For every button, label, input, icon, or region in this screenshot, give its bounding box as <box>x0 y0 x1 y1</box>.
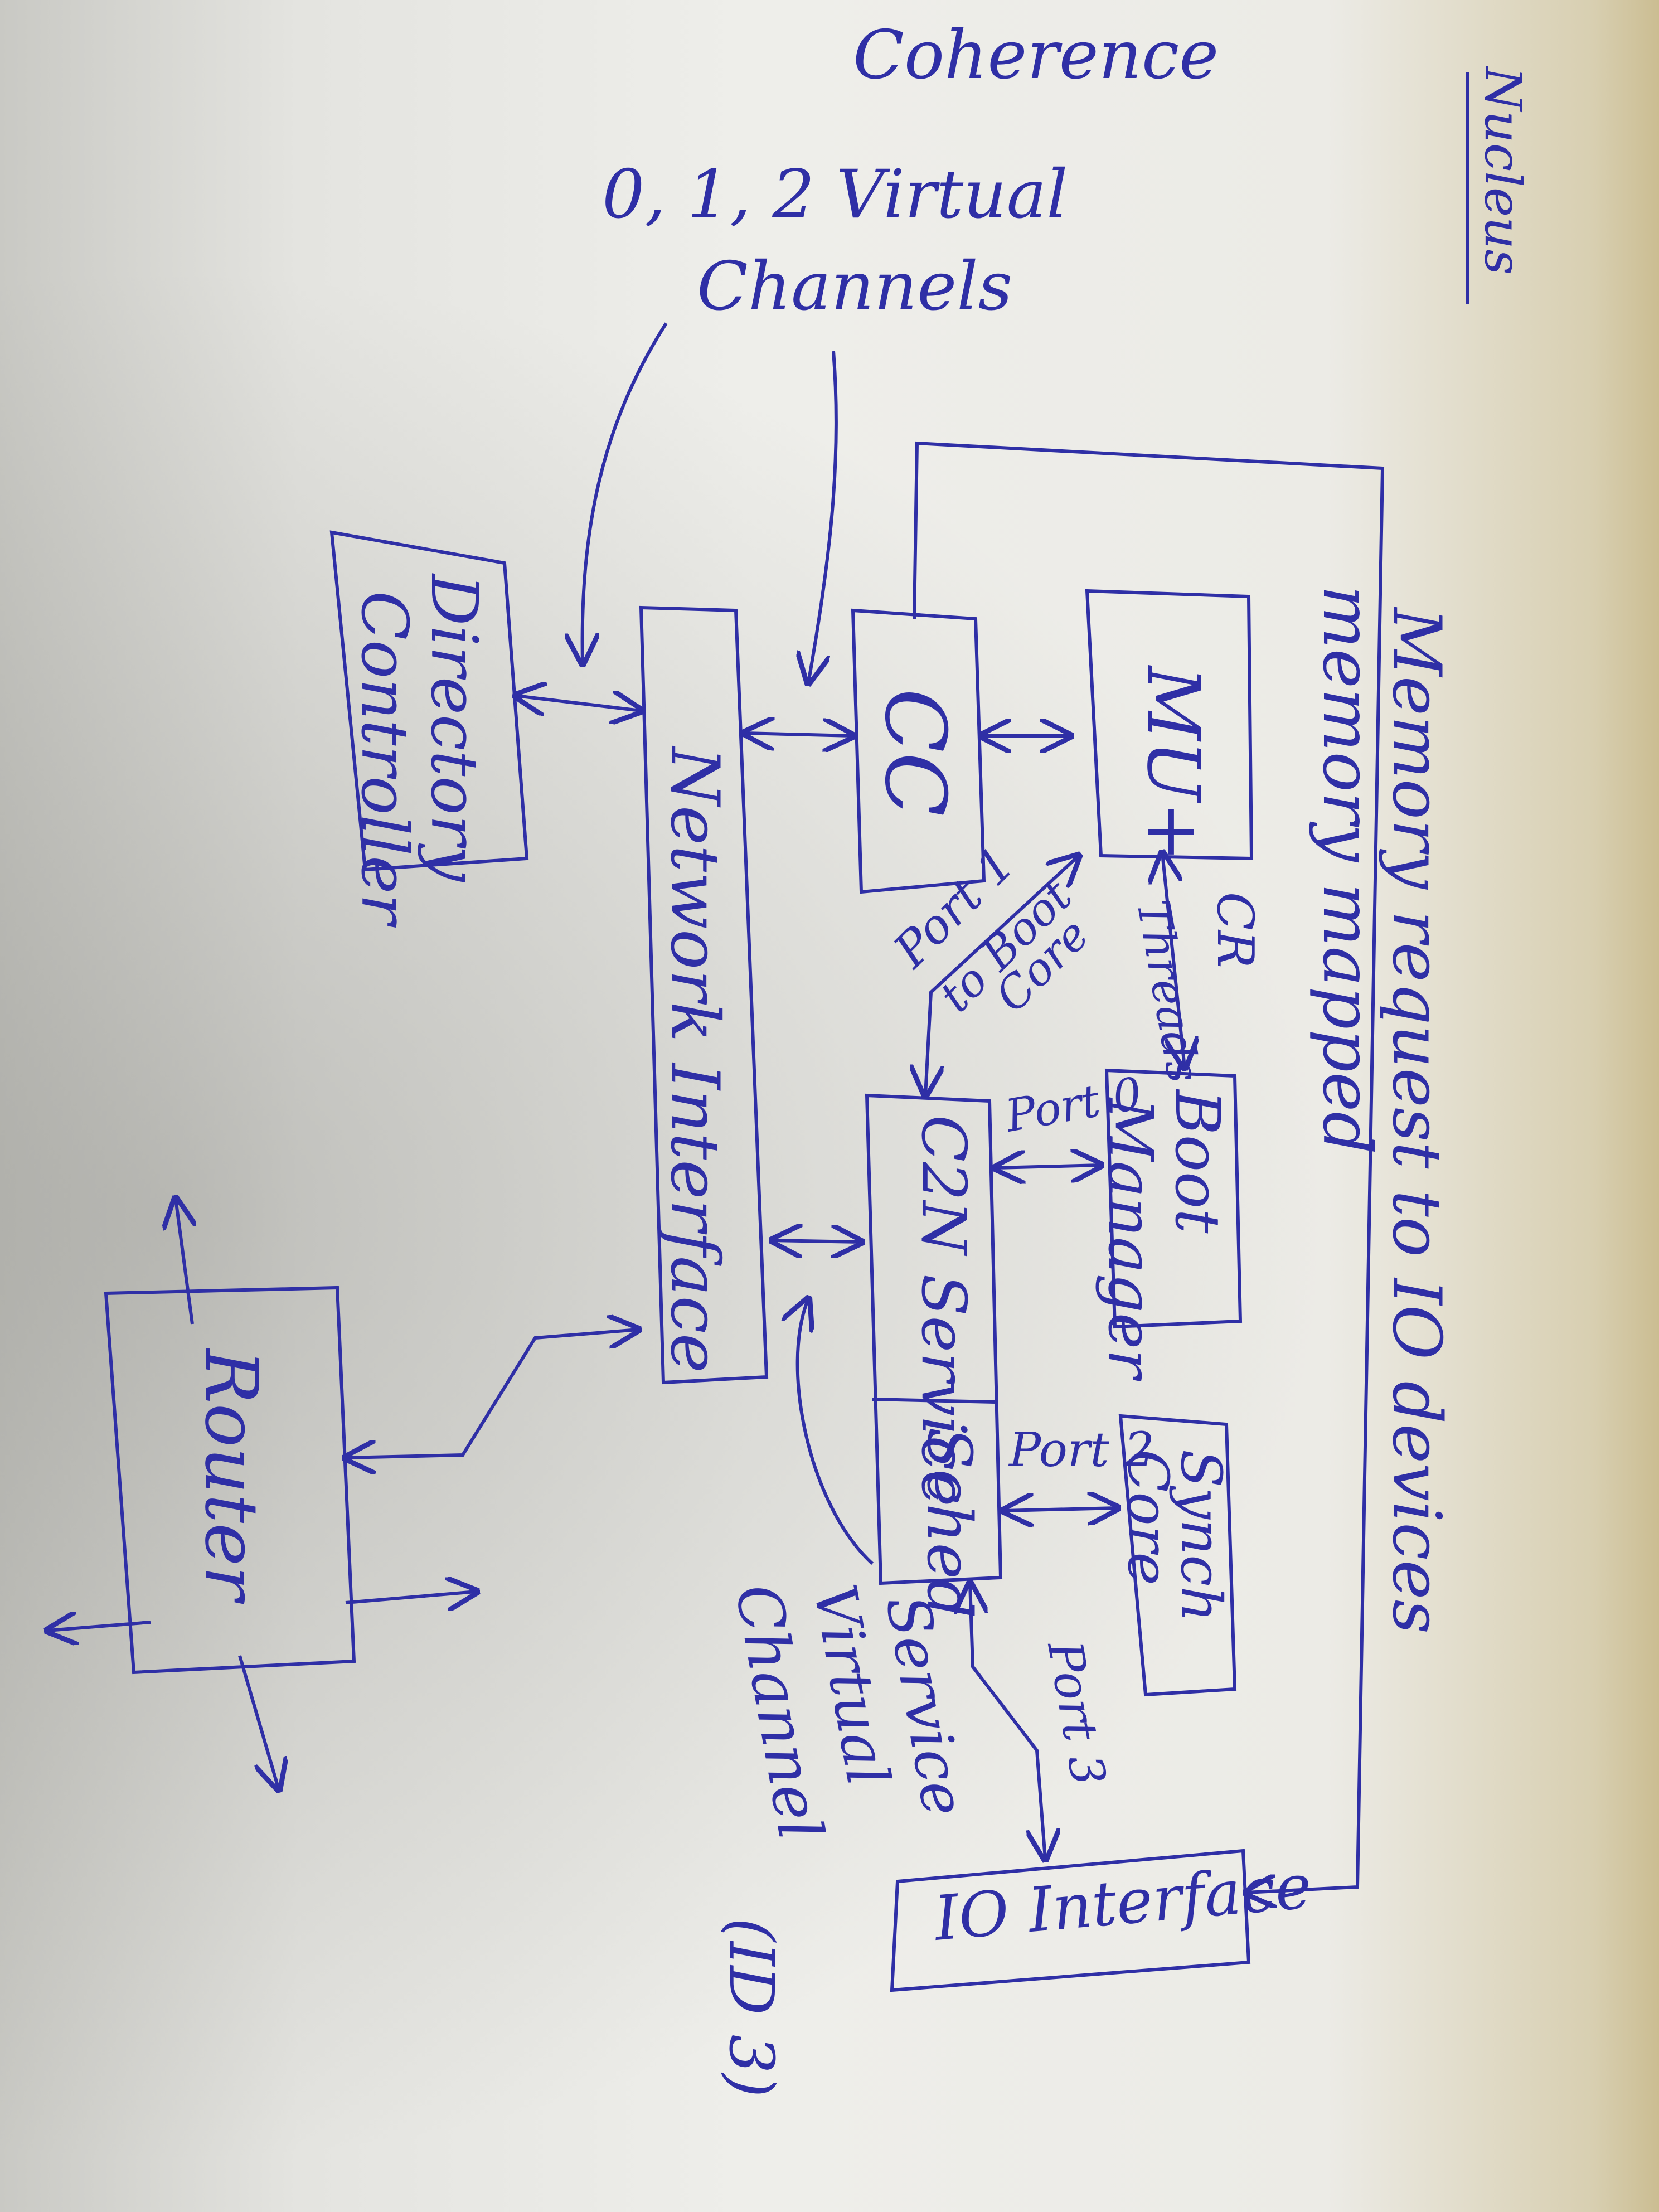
network-interface-box <box>639 605 769 1385</box>
boot-label: Boot <box>1162 1089 1233 1234</box>
vc-arrow-to-network <box>583 322 668 663</box>
cr-label: CR <box>1206 892 1264 968</box>
manager-label: Manager <box>1095 1097 1166 1382</box>
virtual-channels-label-line1: 0, 1, 2 Virtual <box>602 156 1068 234</box>
title-text: Nucleus <box>1473 66 1532 275</box>
router-arrow-left <box>47 1622 151 1631</box>
port3-label: Port 3 <box>1036 1636 1116 1789</box>
directory-controller-box <box>329 530 529 872</box>
c2n-sched-box <box>865 1093 1003 1585</box>
sched-io-link <box>970 1583 1045 1859</box>
mut-boot-link <box>1162 853 1185 1068</box>
router-box <box>104 1286 356 1675</box>
directory-network-link <box>516 696 641 711</box>
sched-synch-link <box>1003 1508 1118 1511</box>
c2n-boot-link <box>995 1165 1101 1168</box>
boot-manager-box <box>1104 1068 1243 1329</box>
service-vc-loop-arrow <box>798 1299 874 1565</box>
router-arrow-up <box>176 1199 192 1325</box>
router-arrow-down <box>238 1655 279 1789</box>
router-label: Router <box>189 1348 274 1604</box>
coherence-label: Coherence <box>853 17 1219 94</box>
directory-label: Directory <box>416 573 491 883</box>
io-interface-label: IO Interface <box>930 1850 1314 1954</box>
c2n-sched-divider <box>872 1398 996 1404</box>
virtual-channels-label-line2: Channels <box>697 248 1012 326</box>
network-c2n-link <box>772 1240 861 1242</box>
synch-core-label: Core <box>1115 1449 1181 1585</box>
cc-label: CC <box>866 688 963 817</box>
vc-arrow-to-cc <box>808 351 838 683</box>
port2-label: Port 2 <box>1008 1423 1154 1478</box>
network-cc-link <box>744 733 853 736</box>
mut-box <box>1085 589 1254 861</box>
io-interface-box <box>890 1849 1251 1992</box>
memory-request-label: Memory request to IO devices <box>1377 607 1455 1634</box>
port1-boot-core-link <box>925 856 1079 1095</box>
mut-label: MU+ <box>1131 665 1216 862</box>
threads-label: Threads <box>1127 896 1210 1086</box>
router-arrow-right <box>345 1592 477 1603</box>
synch-core-box <box>1118 1414 1237 1697</box>
controller-label: Controller <box>347 591 421 928</box>
network-interface-label: Network Interface <box>656 745 733 1373</box>
service-id-label: (ID 3) <box>716 1918 787 2097</box>
router-network-link <box>346 1330 638 1458</box>
memory-mapped-label: memory mapped <box>1308 585 1385 1154</box>
synch-label: Synch <box>1168 1449 1234 1622</box>
sched-label: Sched <box>914 1427 985 1618</box>
memory-request-line <box>913 441 1385 1893</box>
c2n-service-label: C2N Service <box>908 1115 979 1506</box>
